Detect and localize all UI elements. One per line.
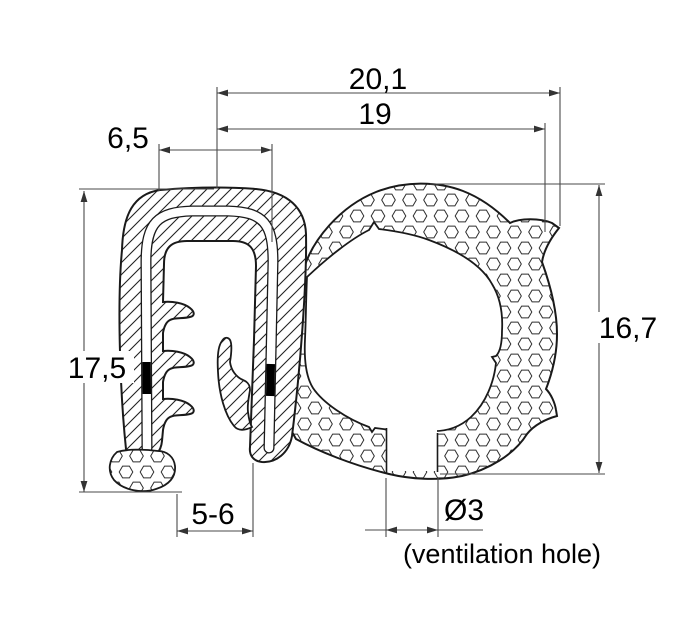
vent-hole-gap <box>387 425 437 471</box>
channel-body-hatch <box>118 186 308 464</box>
label-mask <box>60 351 134 383</box>
carrier-clip-mark-right <box>266 363 275 397</box>
sponge-foot-pattern <box>108 448 176 493</box>
dimension-labels: 20,1 19 6,5 17,5 16,7 5-6 Ø3 (ventilatio… <box>68 63 657 569</box>
vent-hole-note: (ventilation hole) <box>403 539 601 569</box>
dim-channel-width-label: 6,5 <box>107 122 149 155</box>
carrier-core <box>141 206 278 453</box>
ventilation-hole <box>385 425 439 474</box>
dim-overall-height-label: 17,5 <box>68 352 126 385</box>
dim-bulb-width-label: 19 <box>358 98 391 131</box>
dim-overall-width-label: 20,1 <box>349 63 407 96</box>
metal-carrier <box>140 205 279 454</box>
pinch-weld-channel <box>108 186 308 493</box>
bulb-inner-cavity <box>303 220 504 434</box>
sealing-tongue-hatch <box>216 336 254 431</box>
dim-vent-diameter-label: Ø3 <box>444 494 484 527</box>
sponge-bulb <box>289 182 561 480</box>
dimension-lines <box>79 87 605 537</box>
label-mask <box>596 312 662 343</box>
dim-bulb-height-label: 16,7 <box>599 312 657 345</box>
dim-grip-range-label: 5-6 <box>191 498 234 531</box>
